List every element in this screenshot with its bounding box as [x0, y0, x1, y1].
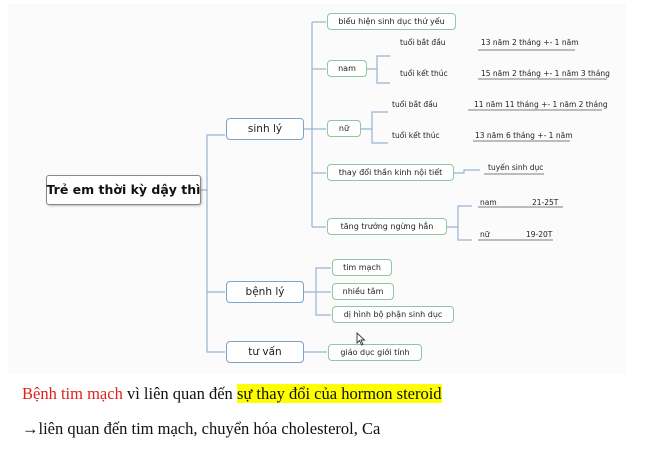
- branch-tu-van[interactable]: tư vấn: [226, 341, 304, 363]
- mouse-pointer-icon: [356, 332, 366, 346]
- node-giao-duc[interactable]: giáo dục giới tính: [328, 344, 422, 361]
- nu-start-value: 11 năm 11 tháng +- 1 năm 2 tháng: [474, 100, 608, 109]
- nu-start-label: tuổi bắt đầu: [392, 100, 438, 109]
- root-node[interactable]: Trẻ em thời kỳ dậy thì: [46, 175, 201, 205]
- node-tim-mach[interactable]: tim mạch: [332, 259, 392, 276]
- tang-truong-female-label: nữ: [480, 230, 490, 239]
- branch-benh-ly[interactable]: bệnh lý: [226, 281, 304, 303]
- note-line-2-text: liên quan đến tim mạch, chuyển hóa chole…: [38, 419, 381, 438]
- node-tang-truong[interactable]: tăng trưởng ngừng hẳn: [327, 218, 447, 235]
- nu-end-label: tuổi kết thúc: [392, 131, 440, 140]
- node-di-hinh[interactable]: dị hình bộ phận sinh dục: [332, 306, 454, 323]
- tang-truong-female-value: 19-20T: [526, 230, 553, 239]
- note-red-text: Bệnh tim mạch: [22, 384, 123, 403]
- node-noi-tiet[interactable]: thay đổi thần kinh nội tiết: [327, 164, 454, 181]
- note-line-2: →liên quan đến tim mạch, chuyển hóa chol…: [22, 419, 381, 438]
- note-mid-text: vì liên quan đến: [122, 384, 237, 403]
- tang-truong-male-label: nam: [480, 198, 497, 207]
- branch-sinh-ly[interactable]: sinh lý: [226, 118, 304, 140]
- noi-tiet-child: tuyến sinh dục: [488, 163, 544, 172]
- tang-truong-male-value: 21-25T: [532, 198, 559, 207]
- nu-end-value: 13 năm 6 tháng +- 1 năm: [475, 131, 573, 140]
- node-nam[interactable]: nam: [327, 60, 367, 77]
- node-nhieu-tam[interactable]: nhiều tâm: [332, 283, 394, 300]
- note-highlight-text: sự thay đổi của hormon steroid: [236, 384, 442, 403]
- nam-start-value: 13 năm 2 tháng +- 1 năm: [481, 38, 579, 47]
- arrow-icon: →: [22, 419, 39, 438]
- nam-start-label: tuổi bắt đầu: [400, 38, 446, 47]
- nam-end-value: 15 năm 2 tháng +- 1 năm 3 tháng: [481, 69, 610, 78]
- node-bieu-hien[interactable]: biểu hiện sinh dục thứ yếu: [327, 13, 456, 30]
- note-line-1: Bệnh tim mạch vì liên quan đến sự thay đ…: [22, 384, 442, 403]
- node-nu[interactable]: nữ: [327, 120, 361, 137]
- nam-end-label: tuổi kết thúc: [400, 69, 448, 78]
